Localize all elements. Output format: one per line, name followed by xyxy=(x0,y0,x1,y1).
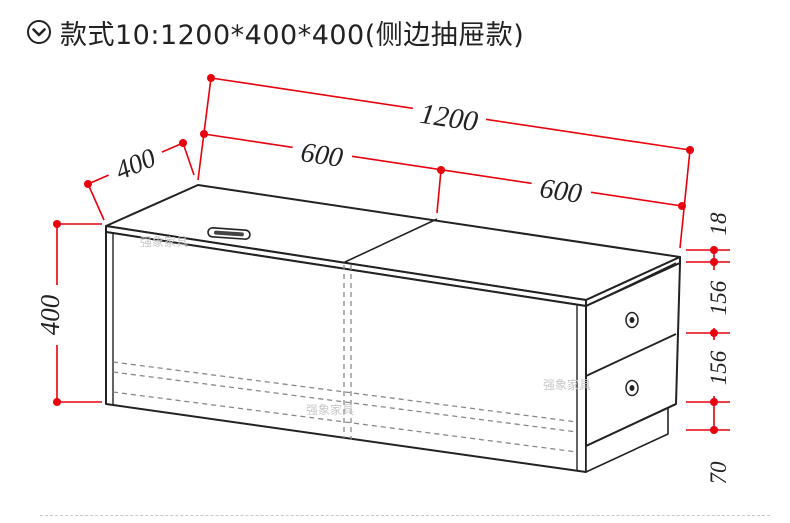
label-top-board: 18 xyxy=(706,212,731,236)
page-title: 款式10:1200*400*400(侧边抽屉款) xyxy=(60,19,525,51)
label-total-width: 1200 xyxy=(418,98,481,138)
label-drawer-upper: 156 xyxy=(706,280,731,315)
lid-handle xyxy=(207,227,251,240)
watermark-middle: 强象家具 xyxy=(306,402,354,417)
label-base: 70 xyxy=(706,461,731,485)
hidden-lines xyxy=(112,265,578,453)
header: 款式10:1200*400*400(侧边抽屉款) xyxy=(26,12,524,52)
label-right-half: 600 xyxy=(538,173,584,210)
drawer-knob-upper xyxy=(625,311,639,329)
drawer-knob-lower xyxy=(625,379,639,397)
watermark-top: 强象家具 xyxy=(140,234,188,249)
bottom-divider xyxy=(40,515,770,516)
label-left-half: 600 xyxy=(299,137,345,174)
label-height: 400 xyxy=(35,294,65,335)
cabinet-outline xyxy=(105,184,681,473)
dimension-points xyxy=(53,74,718,434)
watermark-right: 强象家具 xyxy=(543,377,591,392)
chevron-down-circle-icon xyxy=(27,20,51,44)
label-drawer-lower: 156 xyxy=(706,350,731,385)
